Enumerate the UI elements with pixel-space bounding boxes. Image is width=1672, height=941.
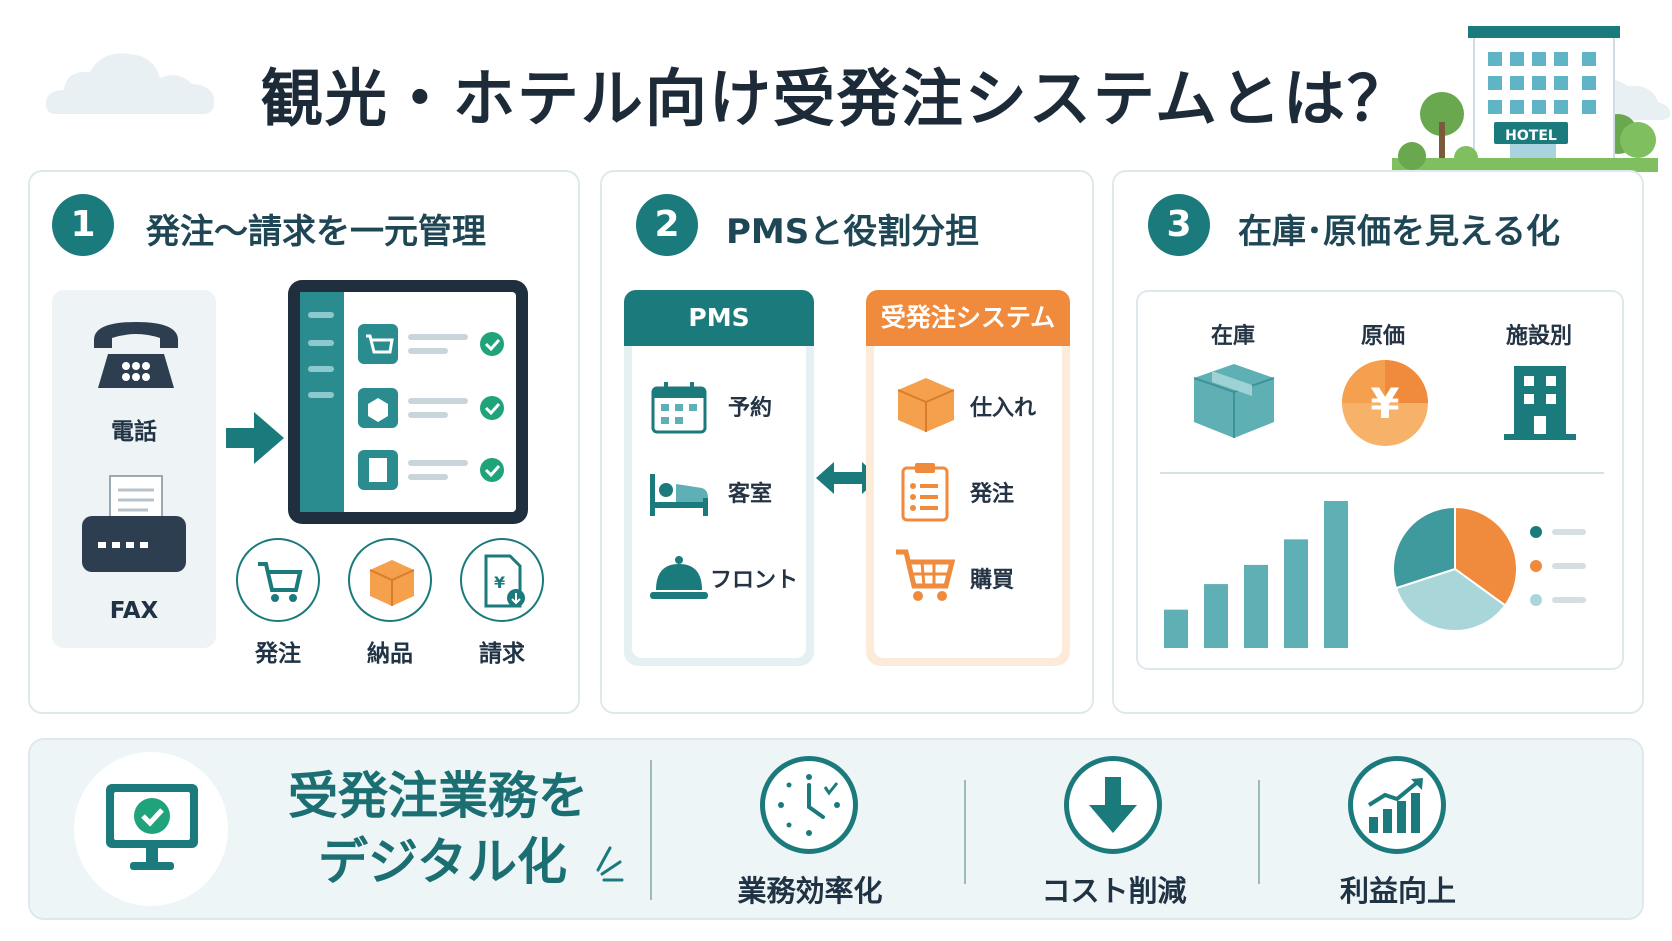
double-arrow-icon <box>816 462 880 494</box>
growth-chart-icon <box>1367 778 1423 833</box>
bar-3 <box>1284 539 1308 648</box>
pie-slice-0 <box>1454 505 1518 607</box>
benefit-label-profit: 利益向上 <box>1339 874 1456 908</box>
calendar-icon <box>651 382 707 434</box>
flow-delivery-circle <box>348 538 432 622</box>
system-item-ordering: 発注 <box>970 482 1015 507</box>
dashboard-card: 在庫 原価 施設別 ¥ <box>1136 290 1624 670</box>
legacy-methods-box <box>52 290 216 648</box>
inventory-box-icon <box>1193 364 1275 438</box>
flow-label-invoice: 請求 <box>479 641 525 667</box>
profit-growth-circle <box>1348 756 1446 854</box>
pie-chart <box>1392 505 1518 632</box>
building-icon <box>1504 366 1576 440</box>
arrow-right-icon <box>226 412 284 464</box>
panel-pms-role-split: 2 PMSと役割分担 PMS 予約 客室 フロント 受発注システム <box>600 170 1094 714</box>
panel-visualization: 3 在庫･原価を見える化 在庫 原価 施設別 ¥ <box>1112 170 1644 714</box>
box-icon <box>369 560 415 606</box>
tablet-screen-icon <box>288 280 528 524</box>
efficiency-circle <box>760 756 858 854</box>
ordering-system-column: 受発注システム 仕入れ 発注 購買 <box>866 290 1070 666</box>
svg-text:¥: ¥ <box>1370 379 1399 428</box>
sparkle-icon <box>596 846 624 882</box>
flow-label-delivery: 納品 <box>367 641 413 667</box>
step-number-2: 2 <box>636 194 698 256</box>
step-number-3: 3 <box>1148 194 1210 256</box>
bar-chart <box>1164 501 1348 648</box>
panel-1-title: 発注〜請求を一元管理 <box>146 212 486 252</box>
pms-column: PMS 予約 客室 フロント <box>624 290 814 666</box>
arrow-down-icon <box>1089 777 1137 833</box>
benefit-label-cost-reduction: コスト削減 <box>1041 874 1187 908</box>
divider-line <box>1160 472 1604 474</box>
cart-icon <box>258 562 303 602</box>
flow-invoice-circle: ¥ <box>460 538 544 622</box>
cloud-left-icon <box>46 53 215 114</box>
bell-icon <box>650 556 708 599</box>
flow-label-order: 発注 <box>255 641 301 667</box>
headline-line2: デジタル化 <box>318 833 567 891</box>
pie-slice-2 <box>1392 505 1456 590</box>
panel-centralized-management: 1 発注〜請求を一元管理 電話 FAX <box>28 170 580 714</box>
bed-icon <box>650 474 708 516</box>
metric-label-inventory: 在庫 <box>1210 324 1255 349</box>
clock-icon <box>778 774 840 836</box>
divider-2 <box>964 780 966 884</box>
system-item-procurement: 購買 <box>970 568 1015 593</box>
bar-1 <box>1204 584 1228 648</box>
yen-coin-icon: ¥ <box>1342 360 1428 446</box>
headline-line1: 受発注業務を <box>288 767 588 825</box>
system-item-purchasing: 仕入れ <box>970 396 1037 421</box>
pms-item-reservation: 予約 <box>728 396 773 421</box>
fax-icon <box>82 475 186 572</box>
box-icon <box>897 378 955 432</box>
legacy-label-fax: FAX <box>109 598 159 624</box>
ordering-system-header: 受発注システム <box>866 290 1070 346</box>
step-number-1: 1 <box>52 194 114 256</box>
panel-3-title: 在庫･原価を見える化 <box>1238 212 1560 252</box>
page-title: 観光・ホテル向け受発注システムとは？ <box>260 62 1412 135</box>
monitor-check-icon <box>106 784 198 870</box>
flow-order-circle <box>236 538 320 622</box>
hotel-sign: HOTEL <box>1505 128 1557 144</box>
legend-icon <box>1530 526 1586 606</box>
bar-4 <box>1324 501 1348 648</box>
invoice-icon: ¥ <box>484 554 525 608</box>
clipboard-icon <box>901 463 949 522</box>
hotel-building-icon <box>1392 26 1658 172</box>
divider-3 <box>1258 780 1260 884</box>
digitalization-banner: 受発注業務を デジタル化 業務効率化 コスト削減 利益向上 <box>28 738 1644 920</box>
cost-reduction-circle <box>1064 756 1162 854</box>
bar-2 <box>1244 564 1268 648</box>
svg-text:¥: ¥ <box>494 573 505 592</box>
benefit-label-efficiency: 業務効率化 <box>737 874 883 908</box>
pms-header: PMS <box>624 290 814 346</box>
phone-icon <box>94 322 178 388</box>
pie-slice-1 <box>1394 567 1507 632</box>
metric-label-by-facility: 施設別 <box>1505 324 1572 349</box>
divider-1 <box>650 760 652 900</box>
pms-item-room: 客室 <box>728 482 773 507</box>
metric-label-cost: 原価 <box>1360 324 1405 349</box>
pms-item-front: フロント <box>710 568 799 593</box>
bar-0 <box>1164 609 1188 648</box>
legacy-label-phone: 電話 <box>111 419 157 445</box>
cart-icon <box>896 549 956 601</box>
panel-2-title: PMSと役割分担 <box>726 212 980 252</box>
